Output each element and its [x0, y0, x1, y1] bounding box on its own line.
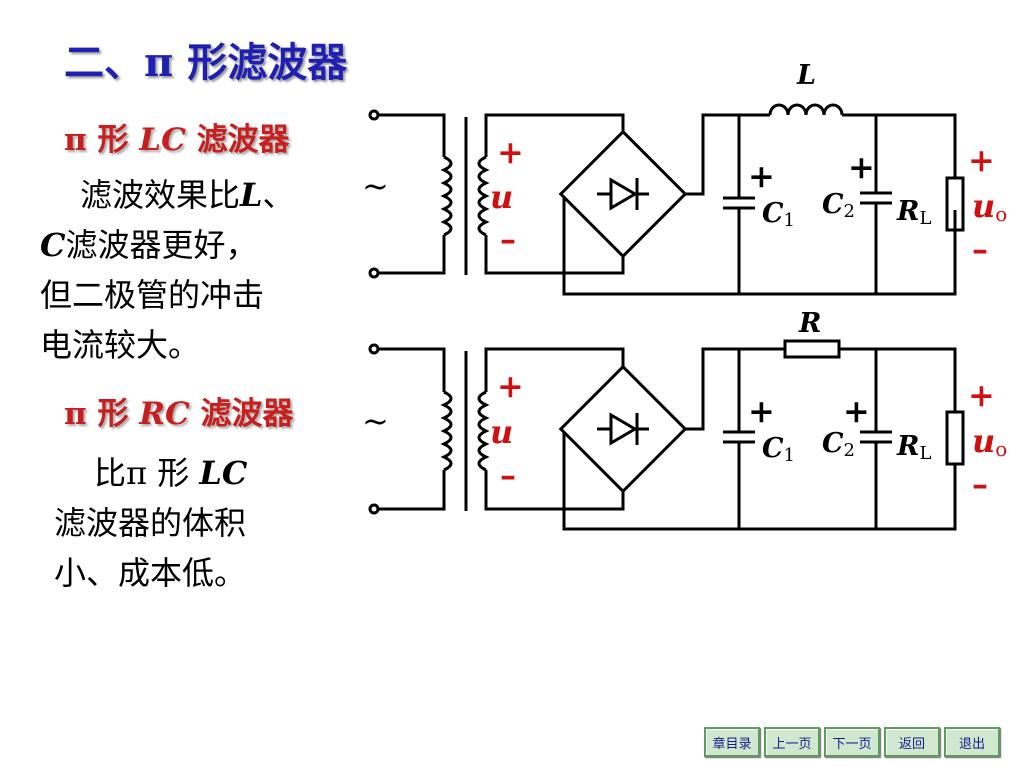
rc-c1-plus: +: [748, 392, 775, 430]
toc-button[interactable]: 章目录: [704, 727, 760, 757]
rc-input-minus: –: [500, 456, 516, 494]
rc-transformer-primary: [440, 390, 453, 472]
rc-desc-line-3: 小、成本低。: [54, 554, 247, 592]
rc-circuit: ~ + u – R + C1 + C2 RL + uo –: [362, 308, 1007, 531]
lc-input-minus: –: [500, 220, 516, 258]
lc-transformer-primary: [440, 155, 453, 237]
rc-input-terminal-top: [368, 343, 380, 355]
prev-page-button[interactable]: 上一页: [764, 727, 820, 757]
lc-input-terminal-bottom: [368, 267, 380, 279]
lc-output-voltage-uo: uo: [972, 187, 1007, 226]
rc-c1-label: C1: [762, 433, 795, 466]
lc-rl-label: RL: [896, 196, 931, 229]
rc-bridge-rectifier: [559, 365, 687, 493]
lc-heading-suffix: 滤波器: [196, 122, 290, 158]
lc-desc-line-3: 但二极管的冲击: [40, 276, 265, 314]
lc-input-plus: +: [497, 133, 524, 171]
lc-desc-line-4: 电流较大。: [40, 326, 201, 364]
rc-ac-source-tilde: ~: [362, 402, 389, 440]
rc-heading-suffix: 滤波器: [200, 396, 294, 432]
rc-capacitor-c2: [858, 430, 894, 444]
rc-output-voltage-uo: uo: [972, 422, 1007, 461]
rc-c2-label: C2: [822, 428, 855, 461]
rc-capacitor-c1: [721, 430, 757, 444]
rc-resistor-label: R: [798, 308, 821, 339]
lc-circuit: ~ + u – L + C1 + C2 RL + uo –: [362, 60, 1007, 296]
rc-c2-plus: +: [843, 392, 870, 430]
rc-heading-prefix: π 形: [64, 396, 129, 432]
back-button[interactable]: 返回: [884, 727, 940, 757]
rc-output-plus: +: [968, 376, 995, 414]
exit-button[interactable]: 退出: [944, 727, 1000, 757]
rc-description: 比π 形 LC 滤波器的体积 小、成本低。: [54, 448, 247, 598]
lc-ac-source-tilde: ~: [362, 167, 389, 205]
rc-section-heading: π 形 RC 滤波器: [64, 388, 294, 433]
lc-capacitor-c1: [721, 196, 757, 210]
rc-rl-label: RL: [896, 431, 931, 464]
slide-title: 二、π 形滤波器: [64, 39, 348, 86]
lc-heading-prefix: π 形: [64, 122, 129, 158]
lc-section-heading: π 形 LC 滤波器: [64, 114, 290, 159]
lc-c1-label: C1: [762, 198, 795, 231]
rc-load-resistor: [945, 410, 965, 466]
lc-heading-italic: LC: [139, 122, 186, 158]
lc-c2-label: C2: [822, 189, 855, 222]
rc-input-voltage-u: u: [490, 413, 513, 451]
rc-output-minus: –: [972, 465, 988, 503]
rc-input-terminal-bottom: [368, 503, 380, 515]
rc-desc-line-2: 滤波器的体积: [54, 504, 247, 542]
lc-description: 滤波效果比L、 C滤波器更好， 但二极管的冲击 电流较大。: [40, 170, 295, 370]
lc-transformer-secondary: [477, 155, 490, 237]
lc-c2-plus: +: [848, 148, 875, 186]
rc-transformer-secondary: [477, 390, 490, 472]
lc-input-voltage-u: u: [490, 178, 513, 216]
lc-desc-line-1: 滤波效果比L、: [80, 176, 295, 214]
slide-navigation: 章目录 上一页 下一页 返回 退出: [704, 727, 1000, 757]
lc-input-terminal-top: [368, 109, 380, 121]
rc-input-plus: +: [497, 367, 524, 405]
lc-inductor: [768, 103, 844, 116]
rc-desc-line-1: 比π 形 LC: [94, 454, 248, 492]
lc-capacitor-c2: [858, 191, 894, 205]
rc-heading-italic: RC: [139, 396, 190, 432]
lc-output-plus: +: [968, 141, 995, 179]
rc-series-resistor: [783, 339, 841, 359]
lc-output-minus: –: [972, 230, 988, 268]
lc-inductor-label: L: [796, 60, 816, 91]
lc-desc-line-2: C滤波器更好，: [40, 226, 258, 264]
lc-c1-plus: +: [748, 157, 775, 195]
lc-bridge-rectifier: [559, 130, 687, 258]
next-page-button[interactable]: 下一页: [824, 727, 880, 757]
